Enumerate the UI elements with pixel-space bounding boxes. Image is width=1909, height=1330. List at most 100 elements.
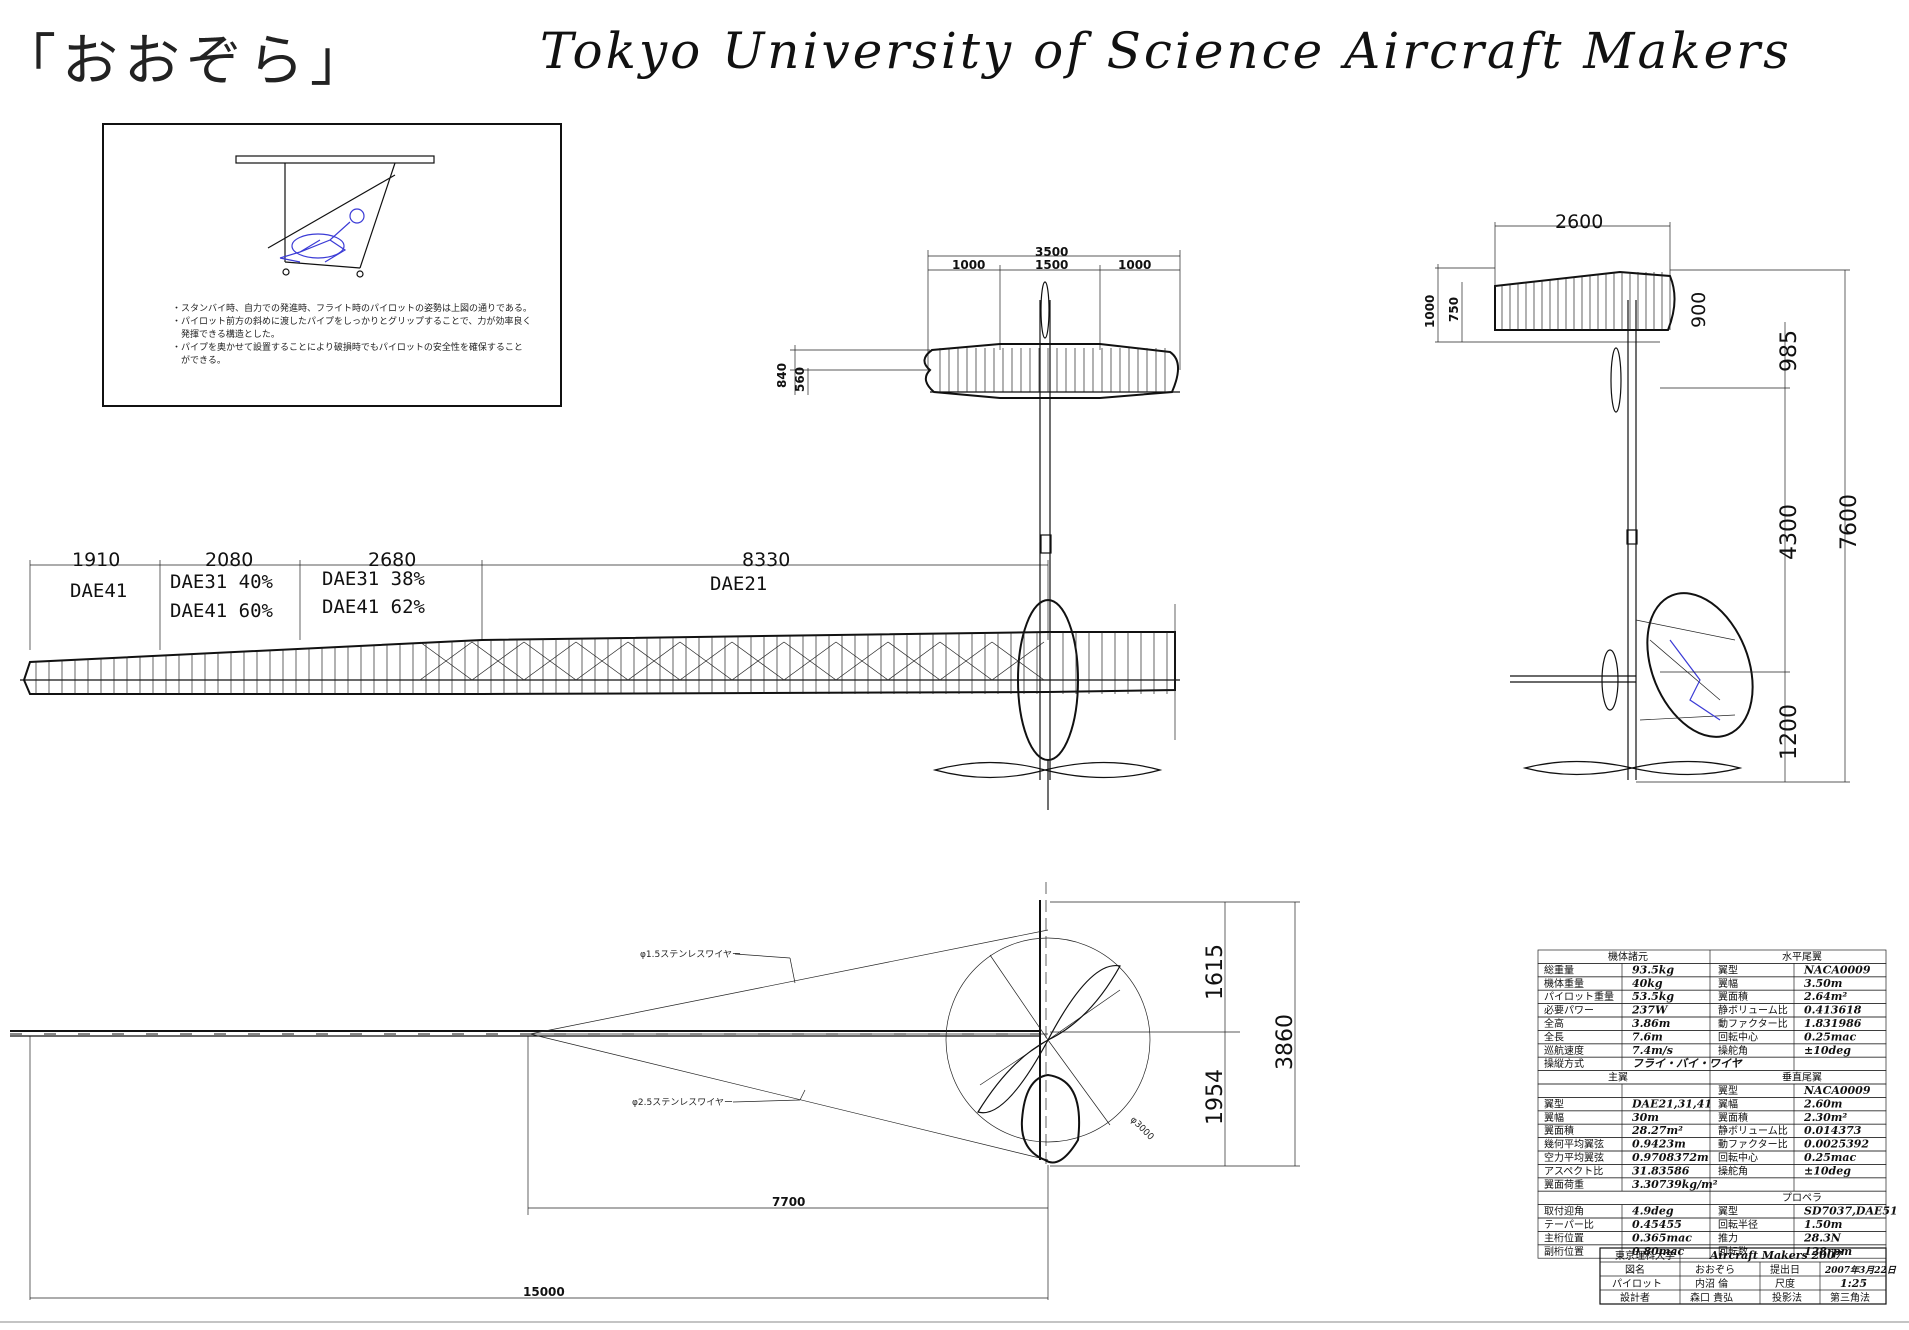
tb-value-projection: 第三角法 <box>1830 1291 1870 1304</box>
spec-value: 7.6m <box>1632 1030 1663 1043</box>
spec-value: 0.9708372m <box>1632 1151 1709 1164</box>
title-english: Tokyo University of Science Aircraft Mak… <box>540 22 1792 80</box>
note-1: ・スタンバイ時、自力での発進時、フライト時のパイロットの姿勢は上図の通りである。 <box>172 302 532 314</box>
note-2: ・パイロット前方の斜めに渡したパイプをしっかりとグリップすることで、力が効率良く <box>172 315 531 327</box>
dim-top-3860: 3860 <box>1273 1014 1298 1070</box>
dim-center-1500: 1500 <box>1035 258 1068 272</box>
dim-side-4300: 4300 <box>1777 504 1802 560</box>
spec-label: 翼型 <box>1718 963 1738 976</box>
truss-member <box>471 641 525 681</box>
spec-value: 0.25mac <box>1804 1030 1857 1043</box>
spec-value: 28.27m² <box>1631 1124 1683 1137</box>
pilot-posture-inset: ・スタンバイ時、自力での発進時、フライト時のパイロットの姿勢は上図の通りである。… <box>102 123 562 407</box>
spec-value: 40kg <box>1632 977 1663 990</box>
spec-label: 翼面積 <box>1718 1111 1748 1124</box>
spec-section-2-left-header: 主翼 <box>1608 1072 1628 1084</box>
spec-label: 全高 <box>1544 1017 1564 1030</box>
spec-value: SD7037,DAE51 <box>1804 1205 1898 1218</box>
tb-label-pilot: パイロット <box>1612 1278 1662 1290</box>
dim-span-3500: 3500 <box>1035 245 1068 259</box>
pilot-figure <box>279 208 365 263</box>
wire-label-1-5: φ1.5ステンレスワイヤー <box>640 949 741 960</box>
spec-value: DAE21,31,41 <box>1631 1097 1712 1110</box>
spec-value: NACA0009 <box>1803 1084 1871 1097</box>
dim-side-1000: 1000 <box>1423 295 1437 328</box>
airfoil-seg4: DAE21 <box>710 573 767 595</box>
note-3: 発揮できる構造とした。 <box>172 328 280 340</box>
tb-value-designer: 森口 貴弘 <box>1690 1291 1733 1304</box>
spec-value: 30m <box>1632 1111 1659 1124</box>
spec-label: 操舵角 <box>1718 1164 1748 1177</box>
spec-section-1-right-header: 水平尾翼 <box>1782 951 1822 963</box>
dim-segment-1910: 1910 <box>72 549 120 571</box>
dim-side-1200: 1200 <box>1777 704 1802 760</box>
dim-segment-2680: 2680 <box>368 549 416 571</box>
spec-value: 3.50m <box>1804 977 1842 990</box>
spec-value: 237W <box>1631 1004 1669 1017</box>
front-view: 3500 1000 1500 1000 840 560 <box>775 245 1181 810</box>
airfoil-seg3-a: DAE31 38% <box>322 568 426 590</box>
dim-side-900: 900 <box>1688 292 1710 328</box>
spec-label: 動ファクター比 <box>1718 1017 1788 1030</box>
spec-label: 翼幅 <box>1544 1111 1564 1124</box>
spec-value: フライ・バイ・ワイヤ <box>1632 1057 1744 1070</box>
spec-value: 28.3N <box>1803 1231 1842 1244</box>
spec-label: 翼面荷重 <box>1544 1178 1584 1191</box>
team-name: Aircraft Makers 2007 <box>1709 1249 1842 1262</box>
tb-label-name: 図名 <box>1625 1263 1645 1276</box>
dim-tail-2600: 2600 <box>1555 211 1603 233</box>
wire-label-2-5: φ2.5ステンレスワイヤー <box>632 1097 733 1108</box>
spec-label: 機体重量 <box>1544 977 1584 990</box>
spec-value: 3.30739kg/m² <box>1632 1178 1718 1191</box>
spec-value: 53.5kg <box>1632 990 1674 1003</box>
spec-label: 巡航速度 <box>1544 1044 1584 1057</box>
airfoil-seg3-b: DAE41 62% <box>322 596 426 618</box>
spec-label: 取付迎角 <box>1544 1205 1584 1218</box>
spec-value: 0.45455 <box>1632 1218 1682 1231</box>
truss-member <box>783 641 837 681</box>
spec-value: 0.9423m <box>1632 1138 1686 1151</box>
spec-label: 翼面積 <box>1544 1124 1574 1137</box>
tb-label-date: 提出日 <box>1770 1263 1800 1276</box>
spec-value: 31.83586 <box>1632 1164 1690 1177</box>
org-name: 東京理科大学 <box>1615 1249 1675 1262</box>
spec-label: 翼幅 <box>1718 1097 1738 1110</box>
spec-value: 0.365mac <box>1632 1231 1692 1244</box>
spec-label: 全長 <box>1544 1030 1564 1043</box>
dim-left-1000: 1000 <box>952 258 985 272</box>
spec-label: 翼面積 <box>1718 990 1748 1003</box>
title-block: 東京理科大学 Aircraft Makers 2007 図名 おおぞら 提出日 … <box>1599 1247 1897 1305</box>
dim-side-7600: 7600 <box>1837 494 1862 550</box>
dim-top-1954: 1954 <box>1203 1069 1228 1125</box>
airfoil-seg2-a: DAE31 40% <box>170 571 274 593</box>
spec-label: 必要パワー <box>1544 1004 1594 1017</box>
airfoil-seg1: DAE41 <box>70 580 127 602</box>
spec-section-2-right-header: 垂直尾翼 <box>1782 1071 1822 1084</box>
spec-value: 3.86m <box>1632 1017 1670 1030</box>
top-view: φ3000 φ1.5ステンレスワイヤー φ2.5ステンレスワイヤー 1615 1… <box>10 882 1300 1300</box>
spec-label: 翼型 <box>1718 1084 1738 1097</box>
dim-840: 840 <box>775 363 789 388</box>
spec-value: 2.60m <box>1803 1097 1842 1110</box>
spec-value: 0.0025392 <box>1804 1138 1869 1151</box>
spec-label: 総重量 <box>1544 963 1574 976</box>
spec-label: 副桁位置 <box>1544 1245 1584 1258</box>
spec-label: 空力平均翼弦 <box>1544 1151 1604 1164</box>
spec-value: 1.50m <box>1804 1218 1842 1231</box>
spec-value: NACA0009 <box>1803 963 1871 976</box>
spec-value: 93.5kg <box>1632 963 1674 976</box>
spec-label: 翼幅 <box>1718 977 1738 990</box>
spec-label: 回転中心 <box>1718 1030 1758 1043</box>
truss-member <box>575 641 629 681</box>
title-japanese: 「おおぞら」 <box>0 29 372 94</box>
truss-member <box>419 641 473 681</box>
inset-notes: ・スタンバイ時、自力での発進時、フライト時のパイロットの姿勢は上図の通りである。… <box>172 302 532 366</box>
spec-label: 操舵角 <box>1718 1044 1748 1057</box>
dim-side-985: 985 <box>1777 330 1802 372</box>
spec-label: 動ファクター比 <box>1718 1138 1788 1151</box>
dim-segment-8330: 8330 <box>742 549 790 571</box>
spec-value: 0.25mac <box>1804 1151 1857 1164</box>
spec-value: 7.4m/s <box>1632 1044 1673 1057</box>
